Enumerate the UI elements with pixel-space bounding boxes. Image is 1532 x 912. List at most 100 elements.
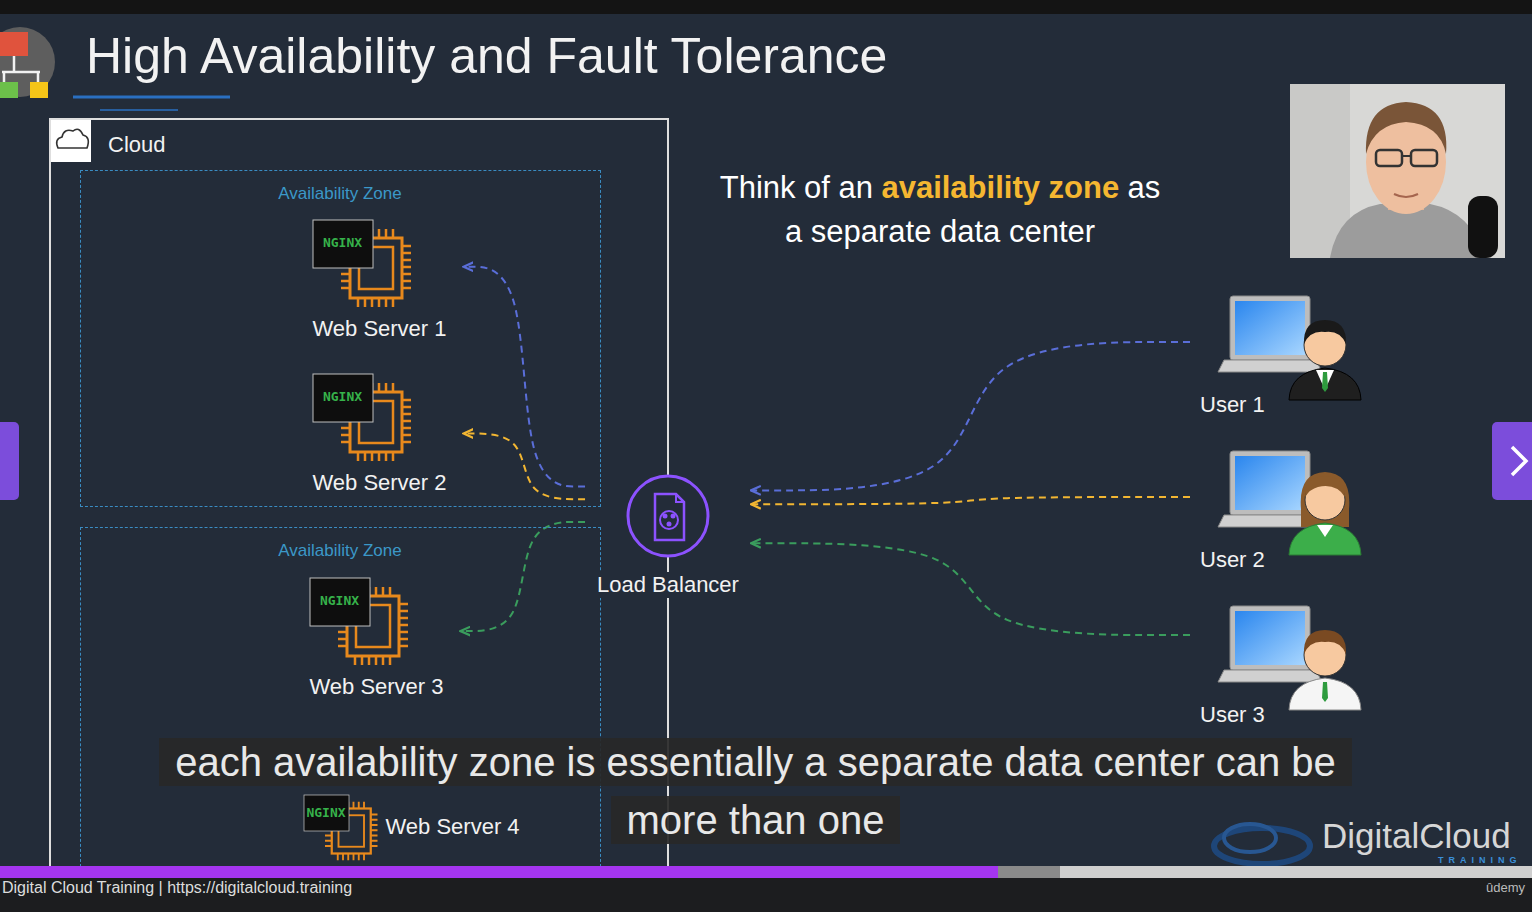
user-illustration xyxy=(1304,630,1346,654)
footer-text: Digital Cloud Training | https://digital… xyxy=(2,879,352,897)
user-illustration xyxy=(1235,611,1305,665)
presenter-video xyxy=(1366,102,1446,154)
brand-swirl xyxy=(1224,824,1276,852)
server-icon xyxy=(310,578,370,626)
slide-title: High Availability and Fault Tolerance xyxy=(86,28,887,86)
presenter-video xyxy=(1468,196,1498,258)
user-illustration xyxy=(1301,472,1350,527)
user-illustration xyxy=(1289,523,1361,555)
dashed-request-arrow xyxy=(751,342,1190,490)
web-server: NGINX Web Server 3 xyxy=(293,574,461,702)
user-label: User 2 xyxy=(1200,547,1265,573)
user-illustration xyxy=(1304,320,1346,344)
nav-tab xyxy=(0,422,1532,500)
presenter-video xyxy=(1290,84,1505,258)
web-server: NGINXWeb Server 4 xyxy=(300,794,532,860)
user-illustration xyxy=(1317,525,1333,537)
server-icon xyxy=(313,220,373,268)
user-illustration xyxy=(1230,451,1310,515)
user-illustration xyxy=(1289,368,1361,400)
load-balancer: Load Balancer xyxy=(585,474,751,600)
load-balancer-icon xyxy=(671,514,676,519)
availability-zone: Availability ZoneNGINX Web Server 1NGINX W… xyxy=(80,170,601,507)
web-server: NGINX Web Server 1 xyxy=(296,216,464,344)
server-label: Web Server 1 xyxy=(312,316,446,342)
server-icon xyxy=(310,578,408,665)
server-icon xyxy=(313,374,373,422)
user-illustration xyxy=(1235,456,1305,510)
progress-rest xyxy=(1060,866,1532,878)
user-illustration xyxy=(1218,606,1361,710)
availability-zone: Availability ZoneNGINXWeb Server 3NGINXW… xyxy=(80,527,601,867)
region-title: Cloud xyxy=(108,132,165,158)
title-underline xyxy=(73,97,230,110)
callout-highlight: availability zone xyxy=(881,166,1119,210)
presenter-video xyxy=(1376,150,1402,166)
dashed-request-arrow xyxy=(751,497,1190,504)
load-balancer-icon xyxy=(667,522,672,527)
user-label: User 3 xyxy=(1200,702,1265,728)
callout-text: a separate data center xyxy=(660,210,1220,254)
nav-tab xyxy=(1512,447,1526,475)
brand-tagline: TRAINING xyxy=(1438,855,1522,865)
user-illustration xyxy=(1218,296,1361,400)
dashed-request-arrow xyxy=(751,543,1190,635)
server-icon xyxy=(304,795,349,831)
dashed-request-arrow xyxy=(461,522,586,631)
presenter-video xyxy=(1402,155,1411,157)
user-label: User 1 xyxy=(1200,392,1265,418)
load-balancer-icon xyxy=(655,494,684,540)
nav-tab xyxy=(0,422,19,500)
logo-text: NGINX xyxy=(323,235,362,251)
user-illustration xyxy=(1230,296,1310,360)
component-label: Load Balancer xyxy=(593,572,743,598)
cloud-icon xyxy=(49,119,91,162)
callout-text: Think of an xyxy=(720,166,873,210)
user-illustration xyxy=(1289,678,1361,710)
subtitle-box: each availability zone is essentially a … xyxy=(138,733,1373,849)
connector-layer xyxy=(461,267,1191,635)
user-client: User 1 xyxy=(1190,290,1365,420)
nav-tab xyxy=(1492,422,1532,500)
zone-title: Availability Zone xyxy=(278,184,401,204)
load-balancer-icon xyxy=(660,511,678,529)
user-illustration xyxy=(1305,476,1345,497)
user-illustration xyxy=(1230,606,1310,670)
section-icon xyxy=(0,32,28,56)
server-icon xyxy=(313,220,411,307)
server-label: Web Server 3 xyxy=(309,674,443,700)
user-illustration xyxy=(1218,360,1322,372)
progress-played xyxy=(0,866,998,878)
presenter-video xyxy=(1411,150,1437,166)
server-icon xyxy=(313,374,411,461)
presenter-video xyxy=(1394,194,1418,197)
load-balancer-icon xyxy=(628,476,708,556)
brand-swirl xyxy=(1214,824,1310,864)
server-label: Web Server 2 xyxy=(312,470,446,496)
title-underline xyxy=(73,96,230,99)
section-icon xyxy=(0,82,18,98)
footer-ground xyxy=(0,866,1532,912)
server-label: Web Server 4 xyxy=(386,814,520,840)
dashed-request-arrow xyxy=(464,267,586,487)
top-strip xyxy=(0,0,1532,14)
title-underline xyxy=(100,109,178,111)
logo-text: NGINX xyxy=(320,593,359,609)
user-illustration xyxy=(1235,301,1305,355)
section-icon xyxy=(0,27,55,97)
user-client: User 3 xyxy=(1190,600,1365,730)
user-illustration xyxy=(1218,670,1322,682)
user-illustration xyxy=(1322,372,1328,392)
section-icon xyxy=(0,27,55,98)
load-balancer-icon xyxy=(663,514,668,519)
callout-text: as xyxy=(1128,166,1161,210)
section-icon xyxy=(2,56,40,82)
subtitle-text: each availability zone is essentially a … xyxy=(159,738,1352,844)
user-client: User 2 xyxy=(1190,445,1365,575)
presenter-video xyxy=(1290,84,1505,258)
load-balancer-icon xyxy=(628,476,708,556)
section-icon xyxy=(30,82,48,98)
cloud-icon xyxy=(57,129,89,148)
dashed-request-arrow xyxy=(464,434,586,500)
